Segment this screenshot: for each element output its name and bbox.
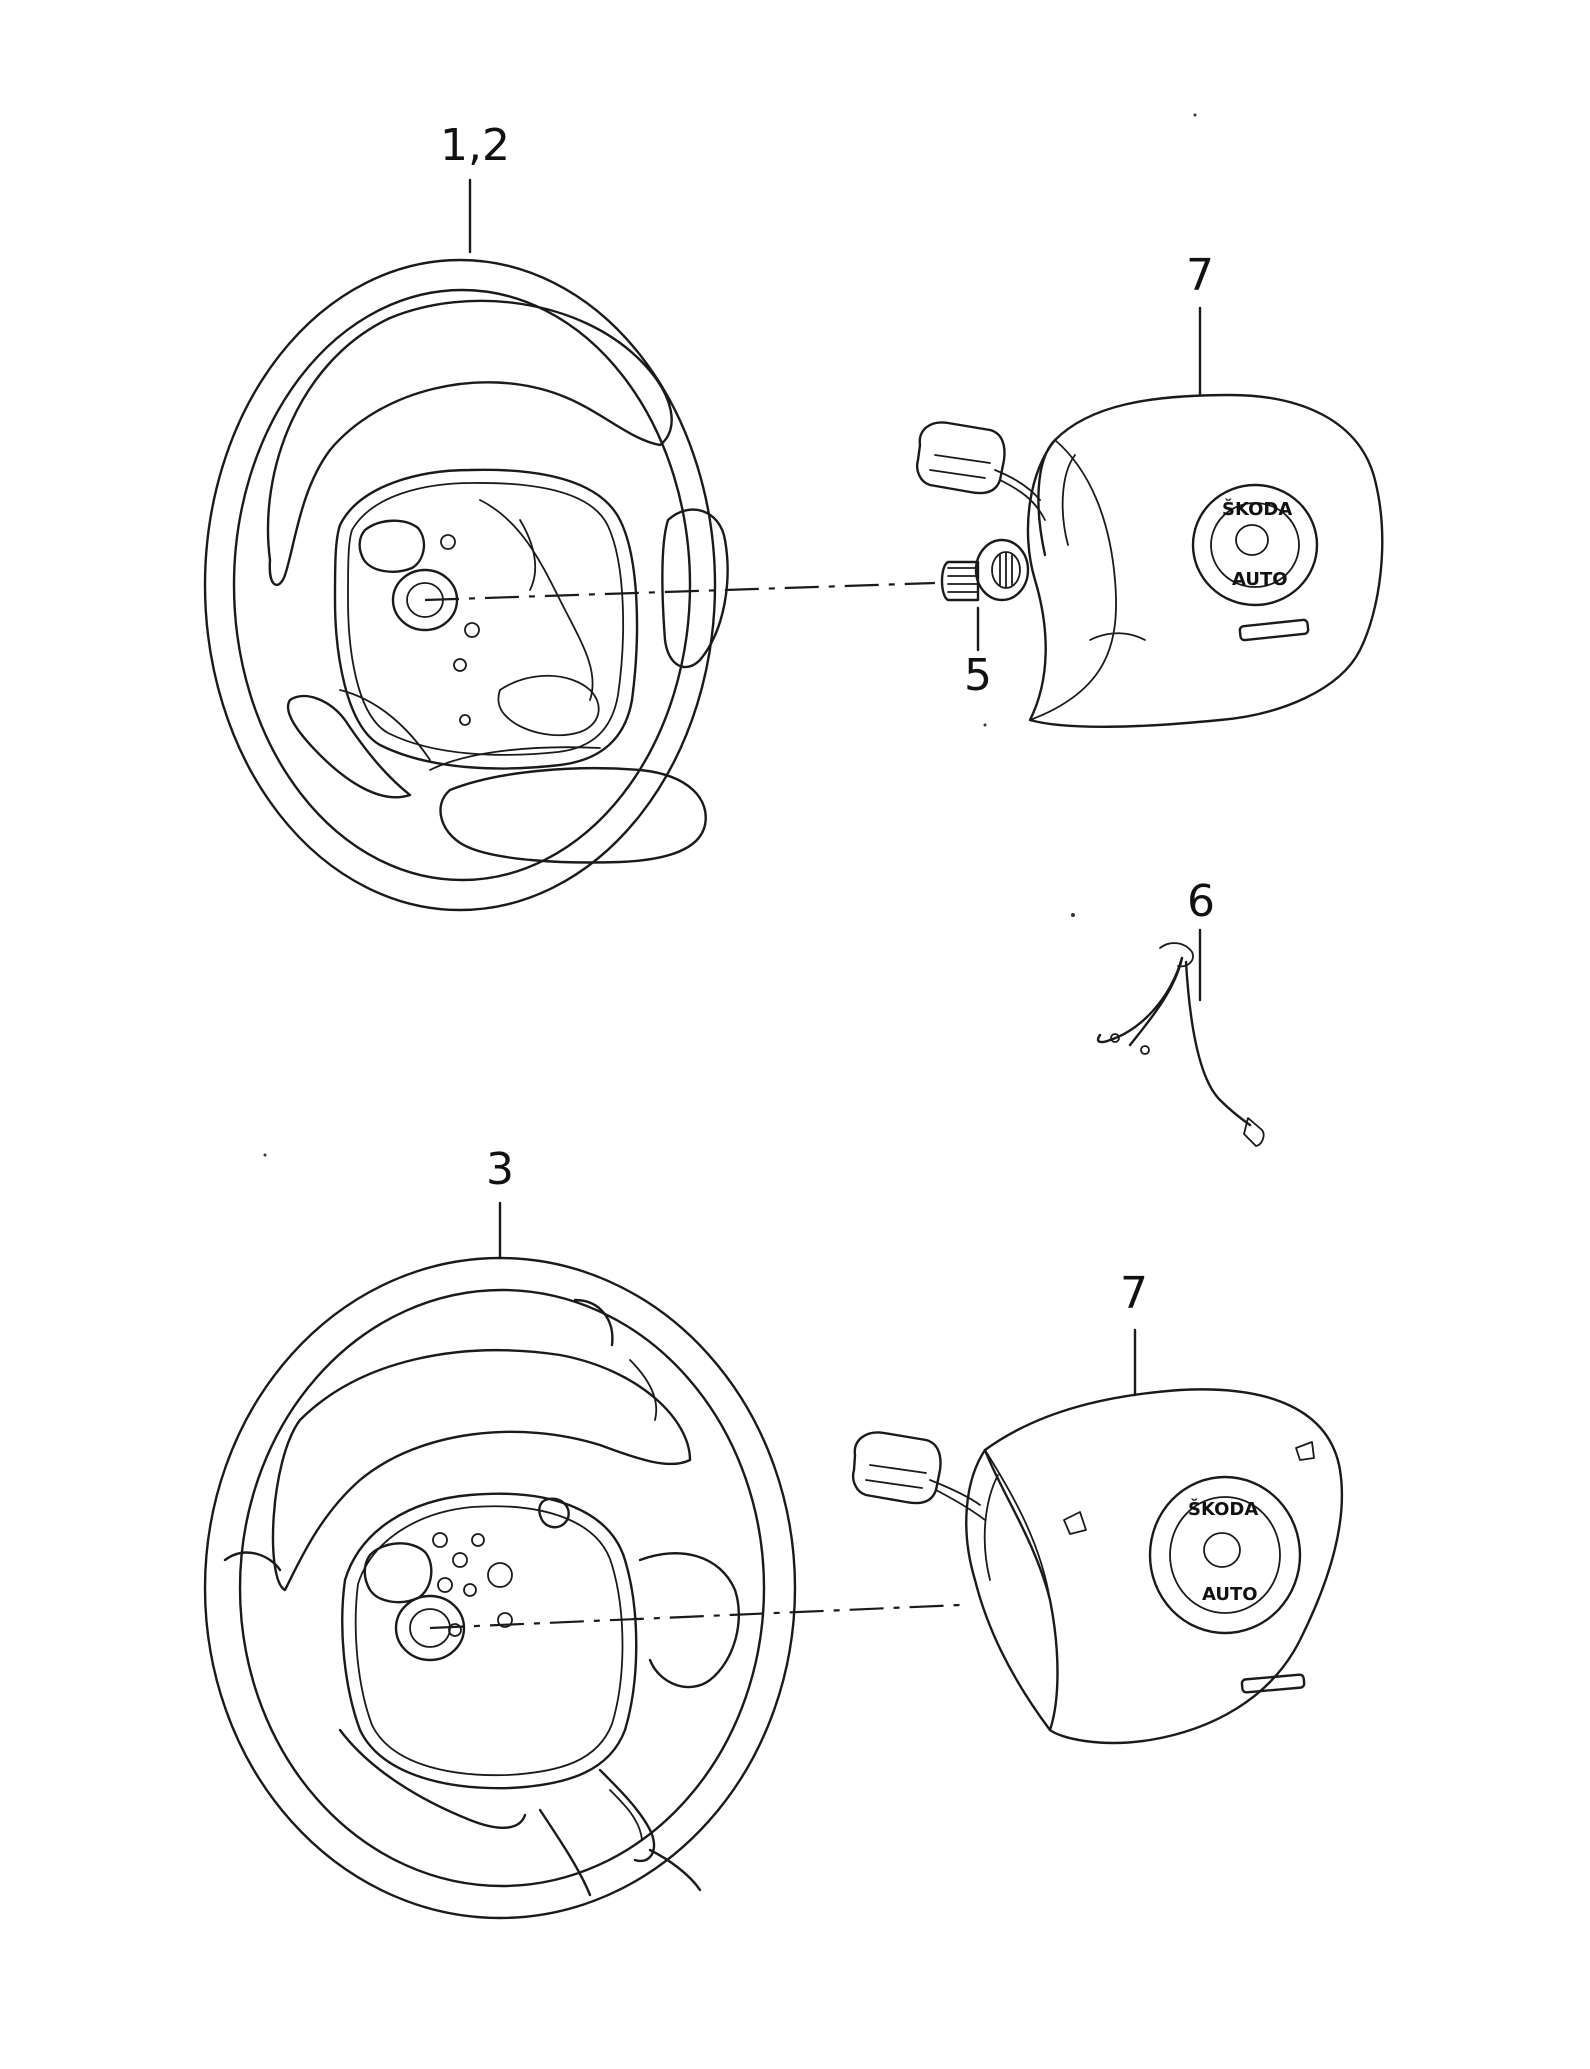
logo-brand-top: ŠKODA [1222, 498, 1292, 520]
airbag-module-top: ŠKODA AUTO [916, 393, 1384, 728]
callout-5: 5 [964, 606, 992, 701]
callout-label-7-top: 7 [1186, 250, 1214, 301]
airbag-module-bottom: ŠKODA AUTO [852, 1388, 1344, 1745]
steering-wheel-bottom [203, 1256, 797, 1920]
scan-speck [1071, 913, 1075, 917]
assembly-axis-bottom [429, 1603, 961, 1630]
callout-3: 3 [486, 1144, 514, 1260]
logo-sub-bottom: AUTO [1202, 1584, 1258, 1605]
callout-label-5: 5 [964, 650, 992, 701]
wiring-harness [1096, 942, 1265, 1147]
scan-speck [983, 723, 987, 727]
logo-brand-bottom: ŠKODA [1188, 1498, 1258, 1520]
steering-wheel-top [203, 258, 729, 912]
callout-label-3: 3 [486, 1144, 514, 1195]
callout-7-top: 7 [1186, 250, 1214, 397]
callout-label-7-bottom: 7 [1120, 1268, 1148, 1319]
scan-speck [263, 1153, 267, 1157]
callout-6: 6 [1187, 876, 1215, 1002]
logo-sub-top: AUTO [1232, 569, 1288, 590]
callout-label-1-2: 1,2 [440, 120, 510, 171]
callout-label-6: 6 [1187, 876, 1215, 927]
assembly-axis-top [424, 581, 936, 602]
bolt-part [940, 538, 1030, 602]
scan-speck [1193, 113, 1197, 117]
callout-7-bottom: 7 [1120, 1268, 1148, 1397]
callout-1-2: 1,2 [440, 120, 510, 254]
